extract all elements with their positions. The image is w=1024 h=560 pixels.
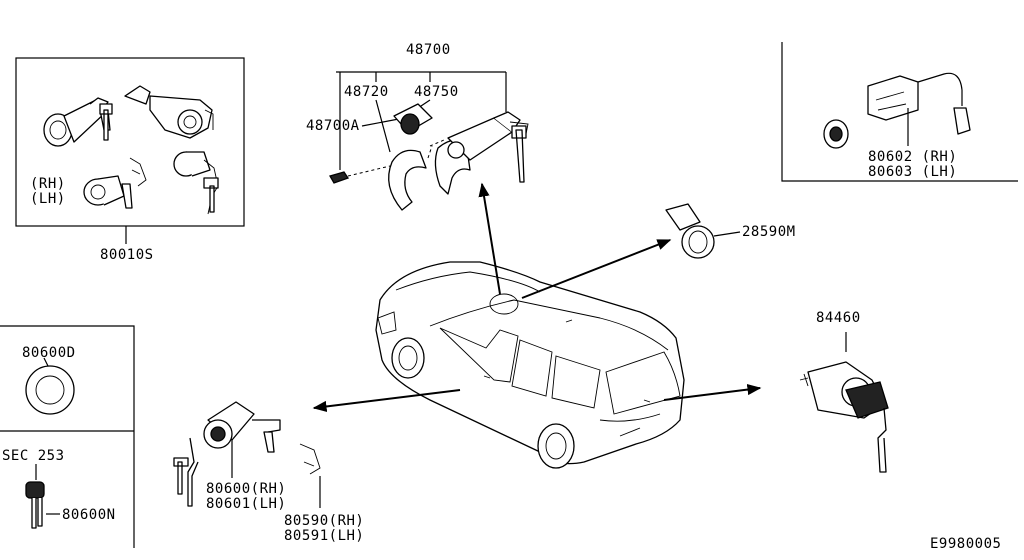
box-80602 (781, 42, 1018, 182)
label-80600n: 80600N (62, 507, 116, 523)
label-48700: 48700 (406, 42, 451, 58)
label-80600: 80600(RH) (206, 481, 286, 497)
label-80603: 80603 (LH) (868, 164, 957, 180)
lock-ring-80600d (25, 357, 75, 415)
label-sec253: SEC 253 (2, 448, 65, 464)
door-lock-cylinder-80600 (173, 401, 321, 508)
kit-parts-80010s (43, 85, 219, 215)
label-lh-kit: (LH) (30, 191, 66, 207)
ignition-switch-parts (329, 71, 529, 211)
label-rh-kit: (RH) (30, 176, 66, 192)
label-80591: 80591(LH) (284, 528, 364, 544)
label-28590m: 28590M (742, 224, 796, 240)
label-48720: 48720 (344, 84, 389, 100)
label-80602: 80602 (RH) (868, 149, 957, 165)
label-80600d: 80600D (22, 345, 76, 361)
label-48700a: 48700A (306, 118, 360, 134)
ring-antenna-28590m (665, 203, 741, 259)
label-84460: 84460 (816, 310, 861, 326)
label-80590: 80590(RH) (284, 513, 364, 529)
label-48750: 48750 (414, 84, 459, 100)
label-80601: 80601(LH) (206, 496, 286, 512)
blank-key-80600n (25, 464, 60, 529)
vehicle-wagon (375, 261, 685, 469)
label-80010s: 80010S (100, 247, 154, 263)
diagram-code: E9980005 (930, 536, 1001, 552)
box-80600d (0, 325, 135, 548)
door-switch-80602 (823, 72, 971, 149)
back-door-lock-84460 (799, 332, 889, 473)
pointer-arrows (125, 182, 762, 413)
kit-box-80010s (15, 57, 245, 227)
